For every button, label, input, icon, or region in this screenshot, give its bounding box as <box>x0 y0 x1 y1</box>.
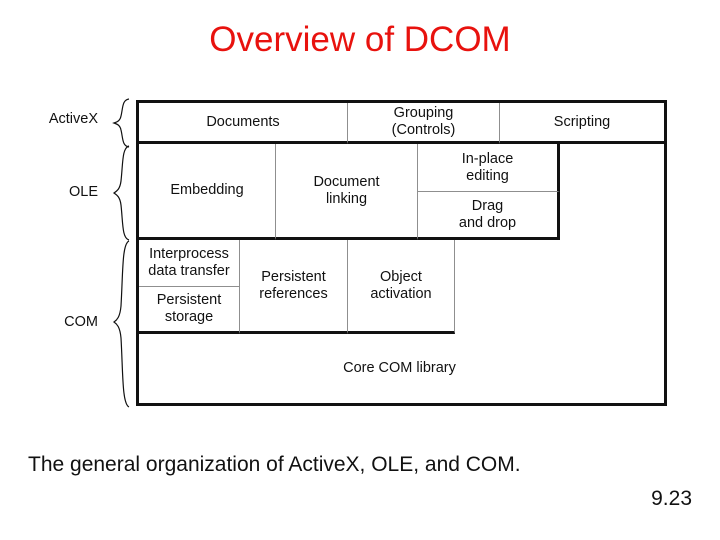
cell-in-place-editing-line1: In-place <box>461 150 514 167</box>
cell-persistent-storage-line1: Persistent <box>156 292 222 308</box>
cell-interprocess-data-transfer-line1: Interprocess <box>149 246 229 262</box>
cell-drag-and-drop-line1: Drag <box>471 197 504 214</box>
group-label-ole: OLE <box>68 184 98 200</box>
cell-scripting: Scripting <box>500 103 664 144</box>
brace-ole <box>112 145 130 241</box>
cell-drag-and-drop-line2: and drop <box>458 214 517 231</box>
cell-document-linking-line1: Document <box>313 173 380 190</box>
group-label-activex: ActiveX <box>48 111 98 127</box>
brace-com <box>112 240 130 408</box>
dcom-layer-diagram: Documents Grouping (Controls) Scripting … <box>136 100 667 406</box>
cell-persistent-storage: Persistent storage <box>139 287 240 334</box>
cell-embedding-label: Embedding <box>170 182 244 198</box>
group-label-com: COM <box>64 314 98 330</box>
cell-core-com-library-label: Core COM library <box>343 360 456 376</box>
cell-interprocess-data-transfer-line2: data transfer <box>148 263 230 279</box>
cell-persistent-storage-line2: storage <box>164 309 214 325</box>
brace-activex <box>112 98 130 148</box>
caption-text: The general organization of ActiveX, OLE… <box>28 453 521 476</box>
cell-persistent-references-line1: Persistent <box>261 268 326 285</box>
cell-document-linking: Document linking <box>276 144 418 240</box>
cell-in-place-editing-line2: editing <box>466 167 509 184</box>
cell-drag-and-drop: Drag and drop <box>418 192 560 240</box>
cell-grouping-controls-line1: Grouping <box>393 105 454 121</box>
cell-embedding: Embedding <box>139 144 276 240</box>
page-title: Overview of DCOM <box>209 20 511 59</box>
cell-documents: Documents <box>139 103 348 144</box>
cell-object-activation-line2: activation <box>370 285 432 302</box>
cell-grouping-controls: Grouping (Controls) <box>348 103 500 144</box>
cell-documents-label: Documents <box>206 113 280 130</box>
cell-core-com-library: Core COM library <box>139 334 664 403</box>
cell-object-activation: Object activation <box>348 240 455 334</box>
slide-number: 9.23 <box>651 487 692 510</box>
cell-persistent-references: Persistent references <box>240 240 348 334</box>
cell-in-place-editing: In-place editing <box>418 144 560 192</box>
cell-scripting-label: Scripting <box>553 113 611 130</box>
cell-document-linking-line2: linking <box>325 190 368 207</box>
cell-object-activation-line1: Object <box>380 268 422 285</box>
cell-grouping-controls-line2: (Controls) <box>391 122 456 138</box>
cell-persistent-references-line2: references <box>259 285 328 302</box>
cell-interprocess-data-transfer: Interprocess data transfer <box>139 240 240 287</box>
